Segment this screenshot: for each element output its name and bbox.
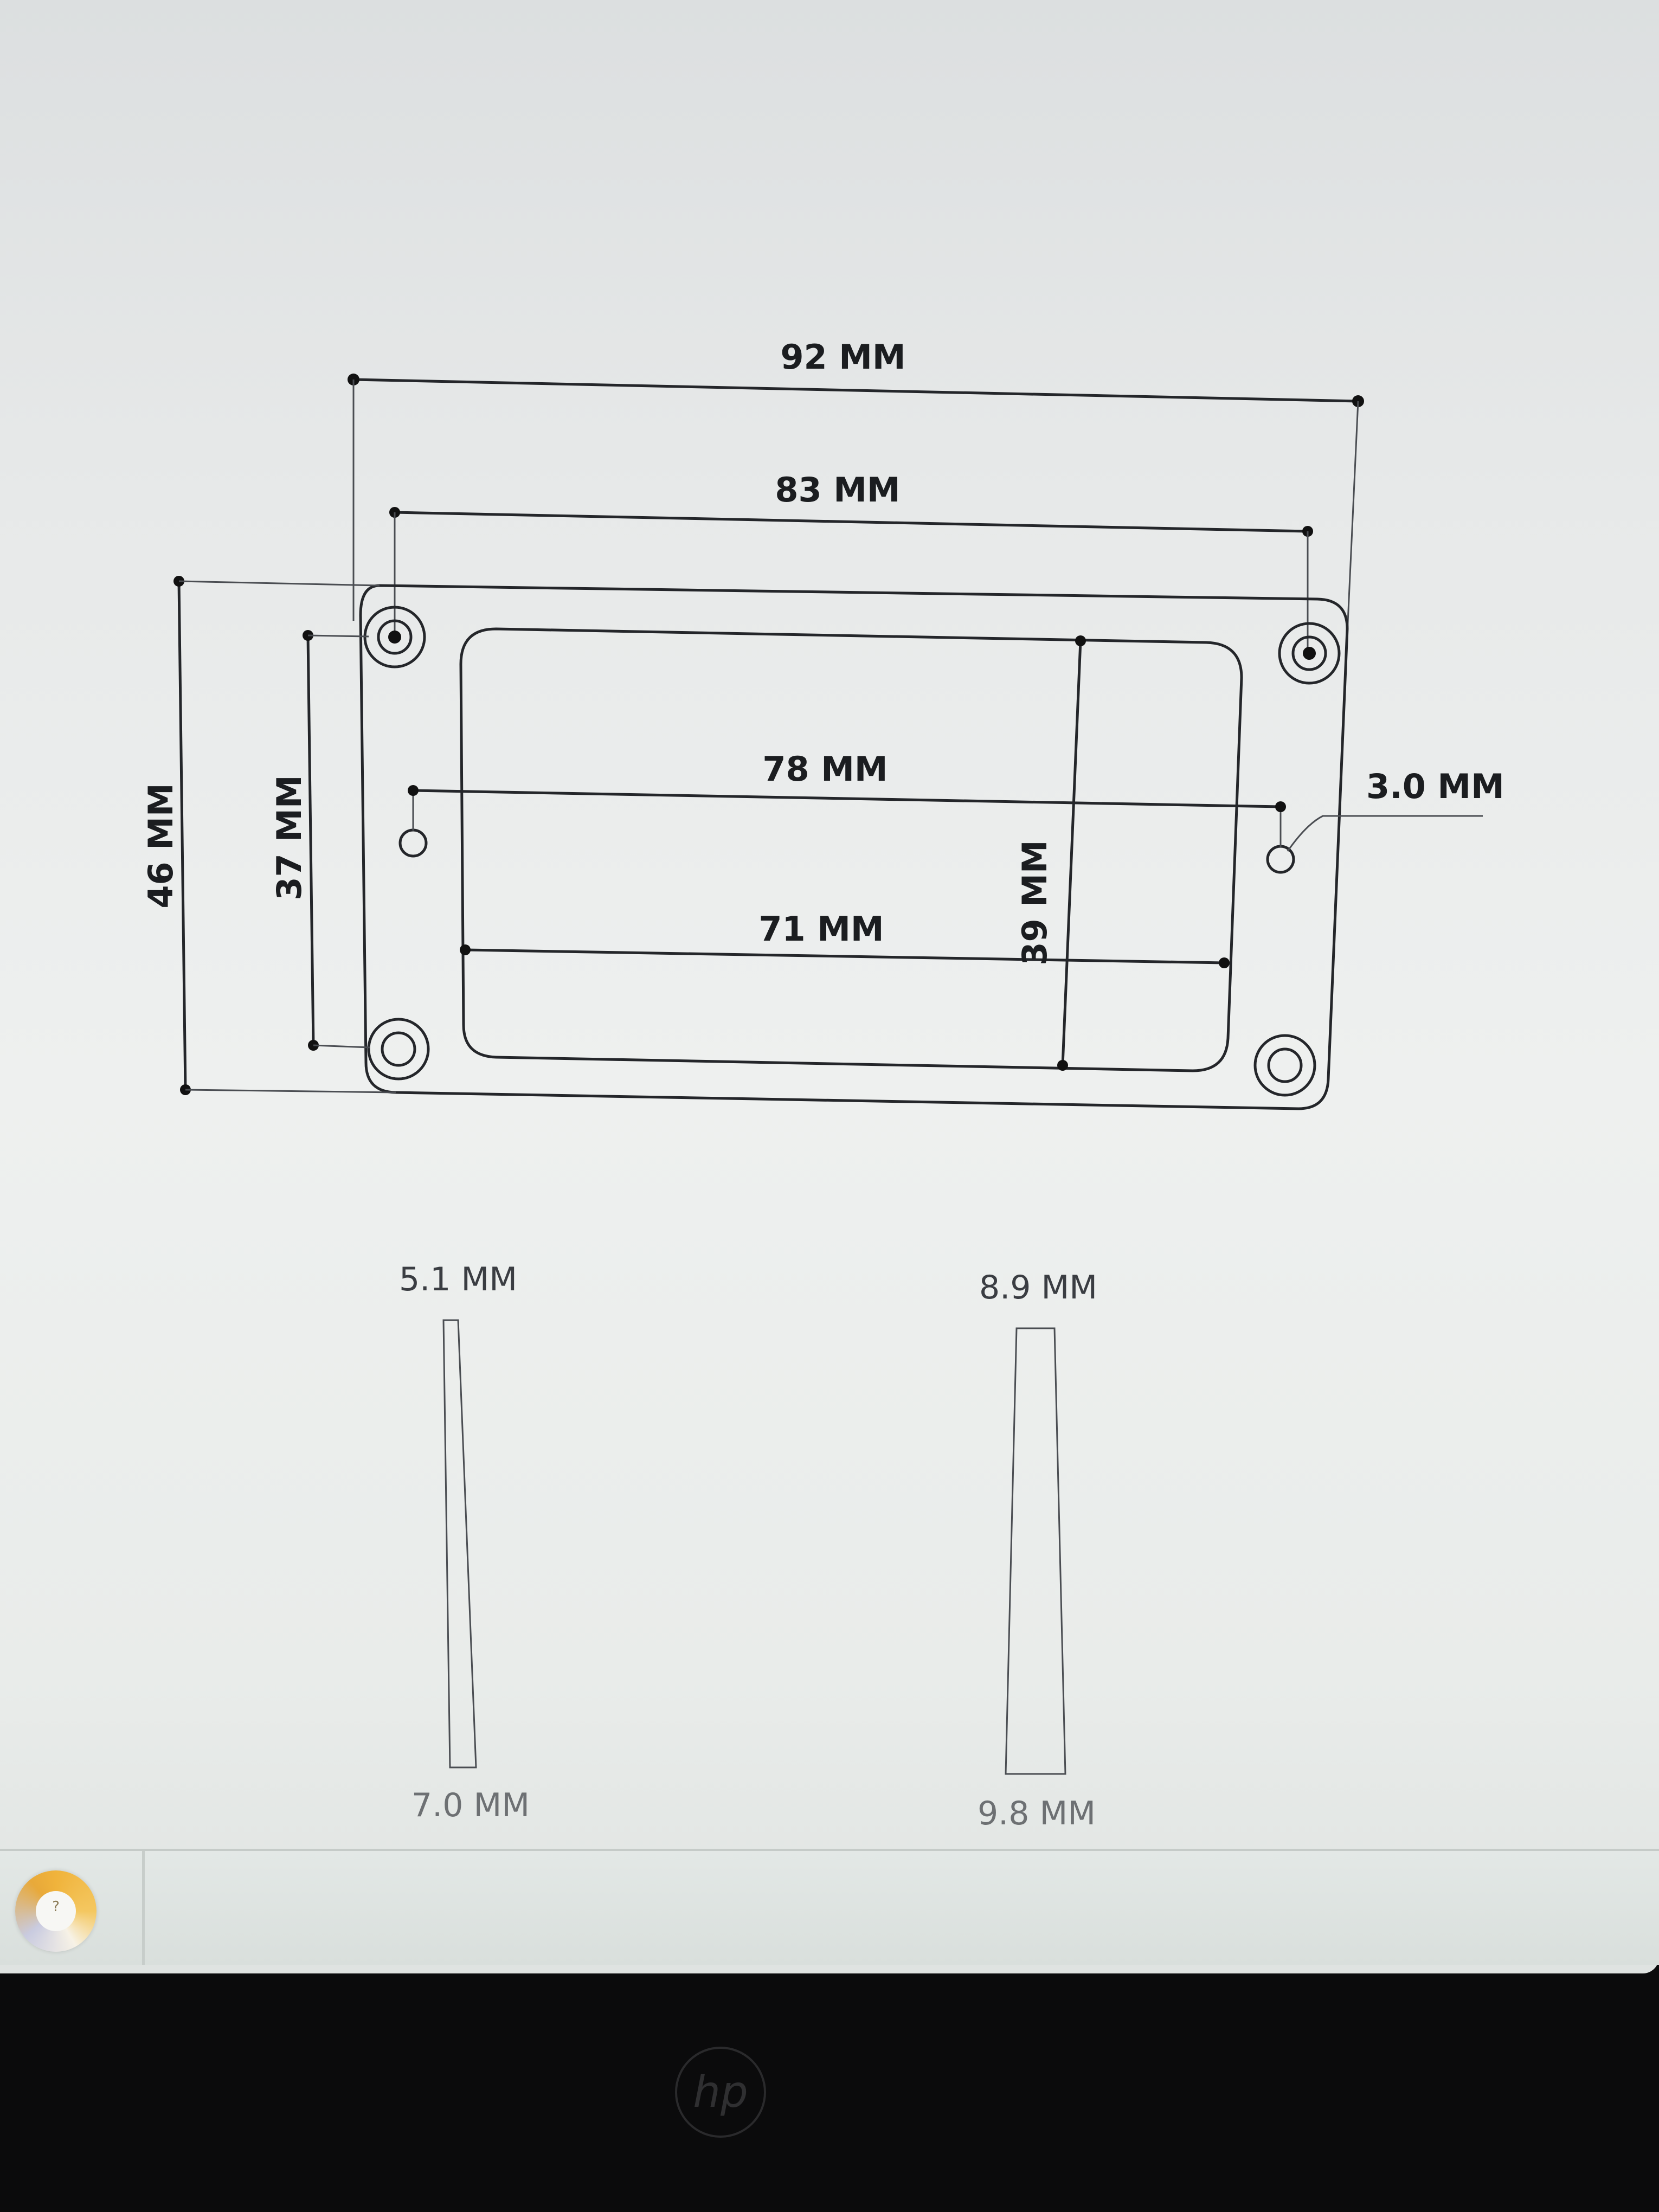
inner-width-label: 71 MM: [758, 909, 884, 949]
mount-hole-span-dimension: 83 MM: [389, 470, 1313, 651]
hp-logo: hp: [675, 2047, 766, 2138]
overall-height-dimension: 46 MM: [141, 576, 396, 1095]
windows-orb-icon[interactable]: ?: [15, 1870, 97, 1952]
mounting-hole-top-right: [1278, 622, 1341, 685]
opening-height-dimension: 39 MM: [1015, 635, 1086, 1071]
overall-width-label: 92 MM: [780, 337, 905, 377]
monitor-screen: 92 MM 83 MM: [0, 0, 1659, 1973]
mount-hole-span-label: 83 MM: [775, 470, 900, 510]
overall-width-dimension: 92 MM: [348, 337, 1364, 635]
screw-hole-right: [1266, 807, 1295, 874]
pickup-ring-drawing: 92 MM 83 MM: [141, 337, 1504, 1832]
inner-width-dimension: 71 MM: [460, 909, 1230, 968]
taskbar: ?: [0, 1849, 1659, 1965]
side-profile-right: 8.9 MM 9.8 MM: [978, 1269, 1097, 1832]
opening-height-label: 39 MM: [1015, 840, 1054, 965]
pickup-opening-width-dimension: 78 MM: [408, 749, 1286, 812]
side-left-top-label: 5.1 MM: [399, 1261, 517, 1298]
ring-outer-outline: [359, 584, 1349, 1110]
mount-hole-height-label: 37 MM: [269, 775, 309, 900]
screw-hole-left: [398, 790, 428, 858]
side-right-top-label: 8.9 MM: [979, 1269, 1097, 1307]
side-profile-left: 5.1 MM 7.0 MM: [399, 1261, 530, 1824]
pickup-opening-width-label: 78 MM: [762, 749, 888, 789]
overall-height-label: 46 MM: [141, 783, 181, 908]
screw-hole-size-dimension: 3.0 MM: [1287, 767, 1504, 852]
mounting-hole-bottom-left: [367, 1018, 430, 1081]
mount-hole-height-dimension: 37 MM: [269, 630, 370, 1051]
screw-hole-size-label: 3.0 MM: [1366, 767, 1504, 806]
side-right-bottom-label: 9.8 MM: [978, 1795, 1096, 1832]
side-left-bottom-label: 7.0 MM: [411, 1786, 530, 1824]
mounting-hole-bottom-right: [1253, 1034, 1316, 1097]
pickup-opening-outline: [459, 627, 1243, 1072]
start-area: ?: [0, 1851, 145, 1965]
